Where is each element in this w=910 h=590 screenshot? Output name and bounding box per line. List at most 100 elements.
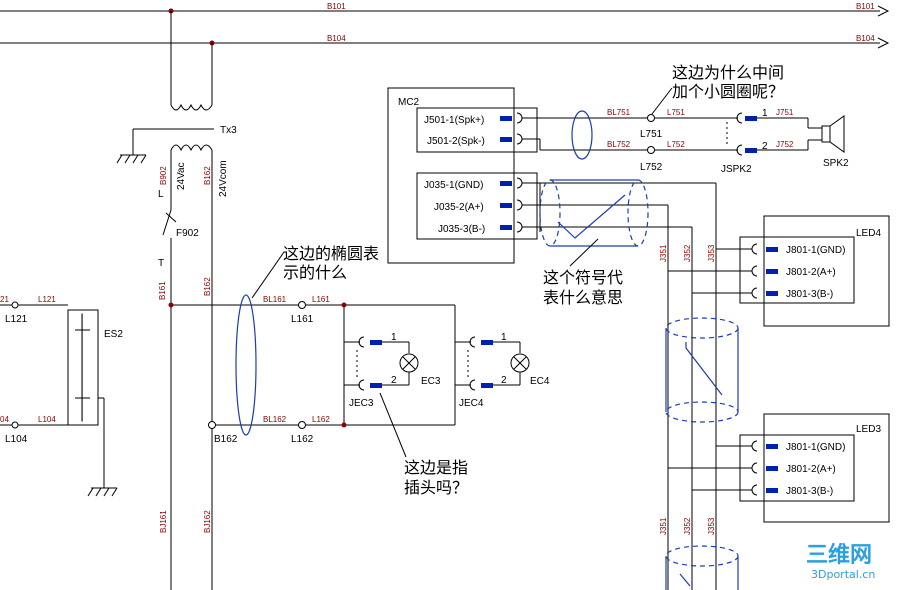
watermark-brand: 三维网 bbox=[806, 542, 872, 568]
pin-icon bbox=[481, 340, 493, 345]
pin-icon bbox=[766, 466, 778, 471]
es2-ref: ES2 bbox=[104, 329, 123, 340]
pin-icon bbox=[766, 444, 778, 449]
es2-wire-l104: L104 bbox=[38, 415, 56, 424]
wire-b162-label-mid: B162 bbox=[203, 277, 212, 296]
bus-b104-end-label: B104 bbox=[856, 34, 875, 43]
transformer-primary-coil bbox=[170, 103, 213, 111]
shielded-cable-symbol-top bbox=[539, 179, 649, 247]
jec4-pin2: 2 bbox=[501, 375, 507, 386]
wire-bj162-label: BJ162 bbox=[203, 510, 212, 533]
watermark-site: 3Dportal.cn bbox=[811, 568, 875, 581]
led4-pin-1: J801-1(GND) bbox=[786, 245, 845, 256]
es2-label-l121: L121 bbox=[5, 314, 28, 325]
pin-icon bbox=[500, 137, 512, 142]
transformer-sec-right-label: 24Vcom bbox=[218, 160, 229, 197]
shielded-cable-symbol-mid bbox=[665, 317, 739, 423]
jec4-pin1: 1 bbox=[501, 332, 507, 343]
bus-b101-label: B101 bbox=[327, 2, 346, 11]
pin-icon bbox=[766, 269, 778, 274]
led3-pin-3: J801-3(B-) bbox=[786, 486, 833, 497]
wire-l162-label: L162 bbox=[312, 415, 330, 424]
pin-icon bbox=[745, 116, 757, 121]
led4-ref: LED4 bbox=[856, 228, 881, 239]
bus-b104-arrow bbox=[877, 37, 890, 49]
annotation-plug-question-line2: 插头吗？ bbox=[404, 478, 468, 497]
wire-j351-label-lower: J351 bbox=[659, 517, 668, 535]
junction-node bbox=[168, 302, 174, 308]
annotation-leader bbox=[379, 392, 407, 458]
mc2-pin-j501-2: J501-2(Spk-) bbox=[427, 136, 485, 147]
wire-j353-label: J353 bbox=[707, 244, 716, 262]
speaker-icon bbox=[821, 115, 845, 153]
wire-bl752-label: BL752 bbox=[607, 140, 631, 149]
wire-j351-label: J351 bbox=[659, 244, 668, 262]
jec3-pin2: 2 bbox=[391, 375, 397, 386]
es2-block: 21 L121 L121 04 L104 L104 ES2 bbox=[0, 295, 123, 497]
wire-l752-label: L752 bbox=[667, 140, 685, 149]
led3-pin-2: J801-2(A+) bbox=[786, 464, 836, 475]
pin-icon bbox=[766, 291, 778, 296]
fuse-pin-top: L bbox=[158, 189, 164, 200]
bus-b104-label: B104 bbox=[327, 34, 346, 43]
led4-module: LED4 J801-1(GND) J801-2(A+) J801-3(B-) bbox=[739, 215, 890, 327]
fuse-f902: L F902 T B161 bbox=[158, 150, 199, 590]
shielded-cable-symbol-bottom bbox=[665, 545, 739, 590]
mc2-pin-j035-2: J035-2(A+) bbox=[434, 202, 484, 213]
transformer-tx3: Tx3 24Vac 24Vcom B902 B162 bbox=[116, 11, 237, 197]
led3-module: LED3 J801-1(GND) J801-2(A+) J801-3(B-) bbox=[739, 413, 890, 523]
j501-box bbox=[416, 107, 538, 153]
wire-j752-label: J752 bbox=[776, 140, 794, 149]
annotation-plug-question-line1: 这边是指 bbox=[404, 458, 468, 477]
bus-b101-arrow bbox=[877, 5, 890, 17]
wire-bl751-label: BL751 bbox=[607, 108, 631, 117]
es2-wire-l121: L121 bbox=[38, 295, 56, 304]
led4-box bbox=[763, 215, 890, 327]
wire-l751-label: L751 bbox=[667, 108, 685, 117]
connector-b162-label: B162 bbox=[214, 434, 238, 445]
wire-bj161-label: BJ161 bbox=[159, 510, 168, 533]
led4-connector-box bbox=[739, 236, 855, 304]
led3-box bbox=[763, 413, 890, 523]
annotation-leader bbox=[251, 251, 285, 299]
bus-b101-end-label: B101 bbox=[856, 2, 875, 11]
jec3-ref: JEC3 bbox=[349, 398, 374, 409]
wire-j352-label: J352 bbox=[683, 244, 692, 262]
pin-icon bbox=[370, 383, 382, 388]
jec3-connector: 1 2 EC3 JEC3 bbox=[341, 302, 441, 428]
annotation-ellipse-question-line1: 这边的椭圆表 bbox=[283, 244, 379, 263]
fuse-switch-blade bbox=[162, 209, 172, 236]
annotation-leader bbox=[569, 238, 599, 267]
pin-icon bbox=[500, 225, 512, 230]
j035-box bbox=[416, 172, 538, 240]
connector-l161-label: L161 bbox=[291, 314, 314, 325]
mc2-pin-j501-1: J501-1(Spk+) bbox=[424, 115, 484, 126]
pin-icon bbox=[745, 148, 757, 153]
mc2-pin-j035-3: J035-3(B-) bbox=[438, 224, 485, 235]
pin-icon bbox=[370, 340, 382, 345]
jspk2-ref: JSPK2 bbox=[721, 164, 752, 175]
led3-ref: LED3 bbox=[856, 424, 881, 435]
led4-pin-2: J801-2(A+) bbox=[786, 267, 836, 278]
connector-ring-b162 bbox=[208, 421, 216, 429]
wire-l161-label: L161 bbox=[312, 295, 330, 304]
transformer-sec-left-label: 24Vac bbox=[176, 162, 187, 190]
wire-j353-label-lower: J353 bbox=[707, 517, 716, 535]
fuse-pin-bottom: T bbox=[158, 258, 164, 269]
connector-ring-l751 bbox=[647, 114, 655, 122]
annotation-circle-question-line2: 加个小圆圈呢？ bbox=[672, 82, 784, 101]
spk2-ref: SPK2 bbox=[823, 158, 849, 169]
connector-l752-label: L752 bbox=[640, 162, 663, 173]
mc2-pin-j035-1: J035-1(GND) bbox=[424, 180, 483, 191]
shield-ellipse-speaker bbox=[571, 110, 593, 160]
connector-l751-label: L751 bbox=[640, 129, 663, 140]
lamp-ec4-label: EC4 bbox=[530, 376, 550, 387]
jec4-ref: JEC4 bbox=[459, 398, 484, 409]
shield-ellipse-left bbox=[235, 294, 257, 436]
pin-icon bbox=[766, 247, 778, 252]
pin-icon bbox=[500, 181, 512, 186]
led4-pin-3: J801-3(B-) bbox=[786, 289, 833, 300]
connector-ring-l752 bbox=[647, 146, 655, 154]
mc2-box bbox=[387, 87, 515, 264]
pin-icon bbox=[481, 383, 493, 388]
